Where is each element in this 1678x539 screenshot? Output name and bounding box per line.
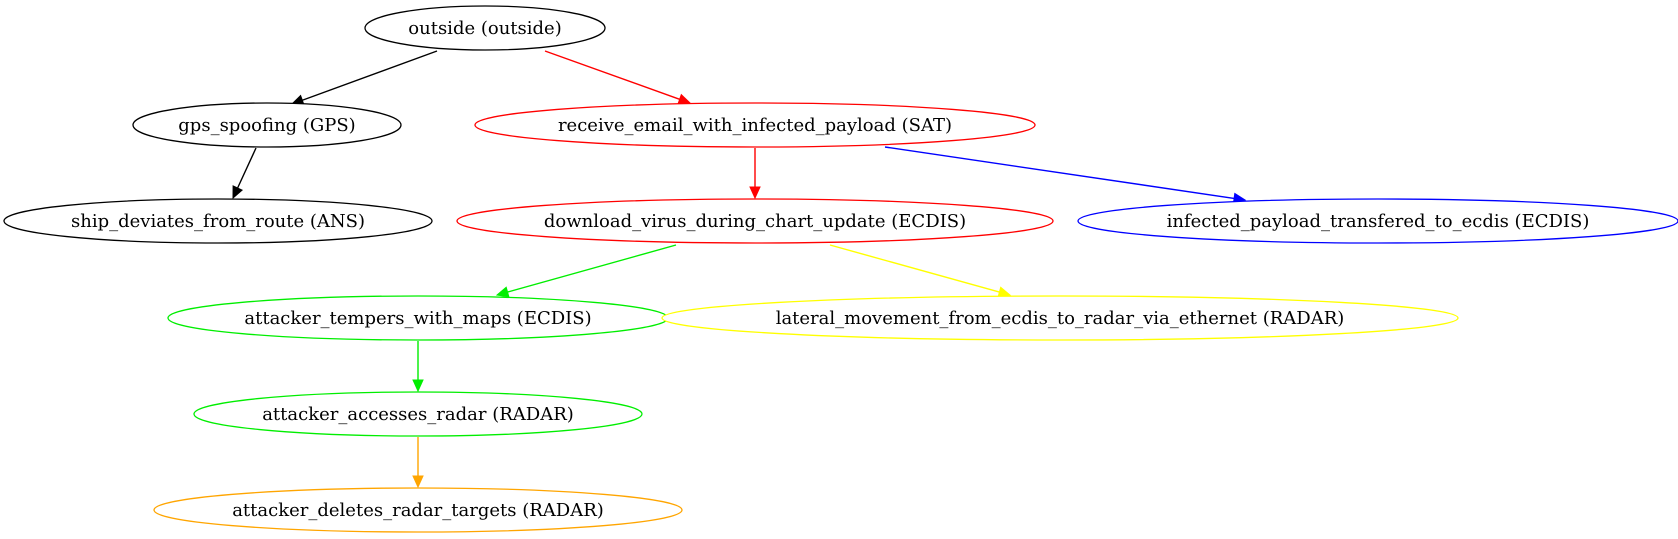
node-ellipse — [193, 391, 643, 437]
edge-line — [544, 50, 680, 100]
node-label: outside (outside) — [408, 18, 561, 39]
node-label: attacker_deletes_radar_targets (RADAR) — [232, 500, 604, 521]
arrowhead — [749, 186, 761, 200]
edge-tempers-to-accesses — [412, 341, 424, 393]
node-label: lateral_movement_from_ecdis_to_radar_via… — [776, 308, 1345, 329]
arrowhead — [412, 475, 424, 489]
node-accesses[interactable]: attacker_accesses_radar (RADAR) — [193, 391, 643, 437]
edge-receive-to-infected — [884, 146, 1247, 204]
node-deletes[interactable]: attacker_deletes_radar_targets (RADAR) — [153, 487, 683, 533]
edge-download-to-lateral — [829, 244, 1012, 298]
node-lateral[interactable]: lateral_movement_from_ecdis_to_radar_via… — [661, 295, 1459, 341]
edge-line — [507, 244, 677, 293]
arrowhead — [495, 286, 510, 298]
edge-accesses-to-deletes — [412, 437, 424, 489]
node-label: ship_deviates_from_route (ANS) — [71, 211, 365, 232]
node-receive[interactable]: receive_email_with_infected_payload (SAT… — [474, 102, 1036, 148]
edge-gps-to-ship — [232, 147, 257, 200]
arrowhead — [997, 286, 1012, 298]
edge-outside-to-receive — [544, 50, 692, 105]
edge-line — [829, 244, 1000, 293]
node-ellipse — [132, 102, 402, 148]
node-ship[interactable]: ship_deviates_from_route (ANS) — [3, 198, 433, 244]
node-ellipse — [364, 5, 606, 51]
node-label: attacker_tempers_with_maps (ECDIS) — [244, 308, 591, 329]
node-gps[interactable]: gps_spoofing (GPS) — [132, 102, 402, 148]
edge-receive-to-download — [749, 148, 761, 200]
node-outside[interactable]: outside (outside) — [364, 5, 606, 51]
edge-line — [302, 50, 438, 101]
edge-line — [884, 146, 1235, 200]
node-ellipse — [661, 295, 1459, 341]
node-infected[interactable]: infected_payload_transfered_to_ecdis (EC… — [1077, 198, 1678, 244]
edge-outside-to-gps — [290, 50, 438, 106]
node-label: attacker_accesses_radar (RADAR) — [262, 404, 574, 425]
edge-download-to-tempers — [495, 244, 677, 298]
node-tempers[interactable]: attacker_tempers_with_maps (ECDIS) — [167, 295, 669, 341]
node-ellipse — [153, 487, 683, 533]
nodes-layer: outside (outside) gps_spoofing (GPS) recei… — [3, 5, 1678, 533]
arrowhead — [677, 93, 692, 105]
edge-line — [236, 147, 257, 189]
node-label: receive_email_with_infected_payload (SAT… — [558, 115, 952, 136]
arrowhead — [412, 379, 424, 393]
node-label: gps_spoofing (GPS) — [178, 115, 355, 136]
node-ellipse — [3, 198, 433, 244]
node-ellipse — [456, 198, 1054, 244]
node-label: download_virus_during_chart_update (ECDI… — [544, 211, 966, 232]
node-label: infected_payload_transfered_to_ecdis (EC… — [1167, 211, 1590, 232]
edges-layer — [232, 50, 1247, 489]
arrowhead — [232, 185, 244, 200]
node-download[interactable]: download_virus_during_chart_update (ECDI… — [456, 198, 1054, 244]
node-ellipse — [1077, 198, 1678, 244]
node-ellipse — [474, 102, 1036, 148]
